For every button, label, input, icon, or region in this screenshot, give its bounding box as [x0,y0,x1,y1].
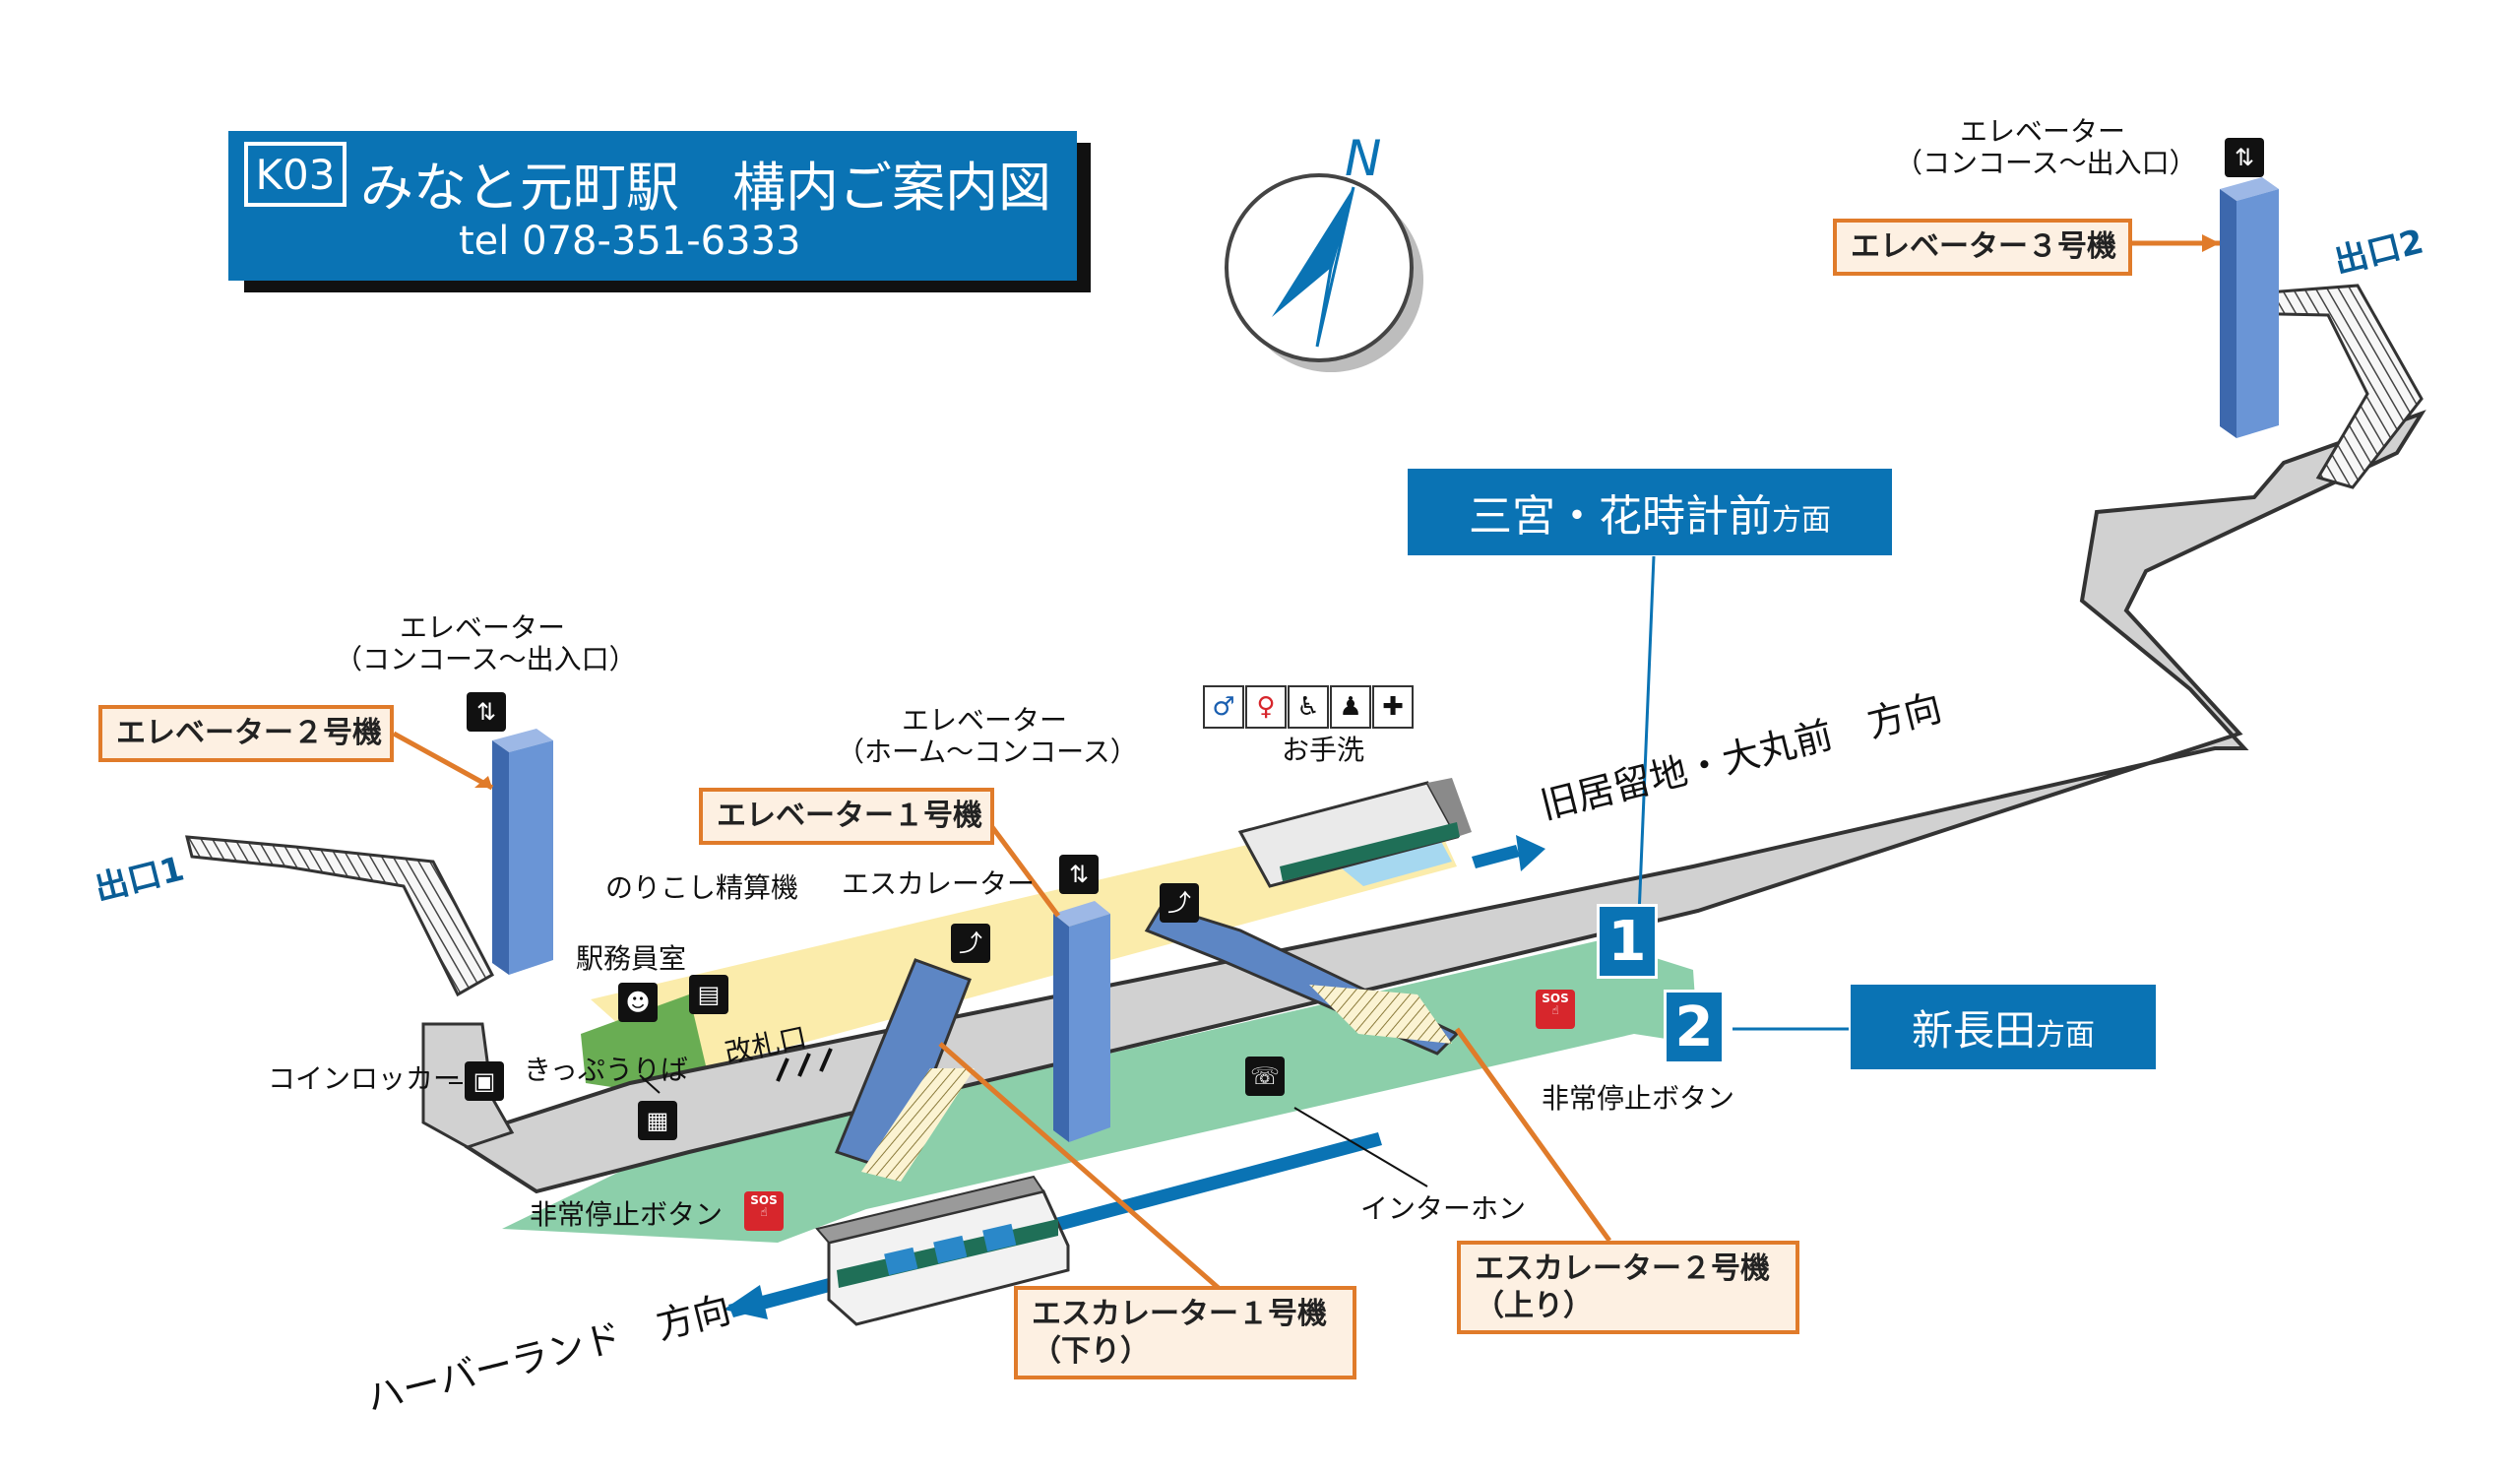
shinnagata-direction-sign: 新長田 方面 [1851,985,2156,1069]
sos-icon: SOS☝ [744,1191,784,1231]
track1-badge: 1 [1597,904,1658,979]
title-plate [228,131,1077,281]
elevator1-desc-line1: エレベーター [901,704,1067,737]
fare-adjust-label: のりこし精算機 [605,871,799,904]
ostomate-icon: ✚ [1372,685,1414,729]
emergency-stop-label-left: 非常停止ボタン [530,1198,724,1231]
elevator1-desc: エレベーター （ホーム～コンコース） [837,704,1138,769]
escalator-label: エスカレーター [842,867,1036,900]
elevator1-callout: エレベーター１号機 [699,788,994,845]
elevator1-shaft [1053,901,1110,1142]
escalator1-callout: エスカレーター１号機 （下り） [1014,1286,1356,1379]
emergency-stop-label-right: 非常停止ボタン [1542,1082,1735,1115]
baby-care-icon: ♟ [1330,685,1371,729]
leader-ticket [639,1074,661,1094]
sannomiya-name: 三宮・花時計前 [1469,491,1772,542]
escalator2-callout-line2: （上り） [1475,1288,1593,1323]
track-arrow-kyukyoryuchi [1472,845,1520,868]
elevator-icon: ⇅ [467,692,506,732]
leader-escalator2 [1454,1027,1612,1243]
escalator1-stairs [861,1068,975,1182]
elevator2-desc: エレベーター （コンコース～出入口） [335,611,637,676]
leader-elevator2 [392,731,494,791]
escalator2-callout-line1: エスカレーター２号機 [1475,1251,1770,1286]
elevator2-callout: エレベーター２号機 [98,705,394,762]
ticket-machine-icon: ▦ [638,1101,677,1140]
escalator2-stairs [1309,985,1452,1044]
intercom-icon: ☏ [1245,1057,1285,1096]
leader-escalator1 [938,1042,1223,1292]
elevator-icon: ⇅ [2225,138,2264,177]
sannomiya-direction-sign: 三宮・花時計前 方面 [1408,469,1892,555]
elevator-icon: ⇅ [1059,855,1099,894]
leader-intercom [1293,1107,1428,1187]
elevator2-desc-line1: エレベーター [399,611,565,644]
elevator3-desc-line2: （コンコース～出入口） [1895,147,2197,180]
elevator3-desc-line1: エレベーター [1959,115,2125,148]
elevator2-shaft [492,729,553,975]
toilet-women-icon: ♀ [1245,685,1287,729]
compass [1225,173,1423,372]
elevator3-shaft [2220,177,2279,438]
exit1-stairs [185,835,494,997]
coin-locker-icon: ▣ [465,1061,504,1101]
fare-machine-icon: ▤ [689,975,728,1014]
wheelchair-icon: ♿ [1288,685,1329,729]
track2-badge: 2 [1664,990,1725,1064]
train-kyukyoryuchi [1237,778,1472,888]
coin-locker-label: コインロッカー [268,1062,462,1095]
sannomiya-suffix: 方面 [1772,503,1831,538]
sos-icon-text: SOS [750,1193,778,1207]
compass-north-letter: N [1345,130,1382,187]
escalator-icon: ⤴ [951,924,990,963]
station-title: みなと元町駅 構内ご案内図 [360,157,1051,219]
station-office-floor [581,994,709,1093]
leader-elevator1 [989,825,1061,918]
station-office-label: 駅務員室 [576,942,687,975]
station-code-frame [244,142,346,207]
shinnagata-suffix: 方面 [2036,1018,2095,1053]
elevator3-desc: エレベーター （コンコース～出入口） [1895,115,2197,180]
ticket-sales-label: きっぷうりば [524,1054,688,1086]
escalator-icon: ⤴ [1160,883,1199,923]
elevator1-desc-line2: （ホーム～コンコース） [837,736,1138,769]
intercom-label: インターホン [1360,1192,1527,1225]
station-staff-icon: ☻ [618,983,658,1022]
station-tel: tel 078-351-6333 [459,219,801,264]
restroom-label: お手洗 [1282,734,1365,766]
escalator2-callout: エスカレーター２号機 （上り） [1457,1241,1799,1334]
escalator1-callout-line2: （下り） [1032,1333,1150,1369]
escalator1-callout-line1: エスカレーター１号機 [1032,1297,1327,1331]
train-harborland [815,1175,1070,1326]
elevator2-desc-line2: （コンコース～出入口） [335,643,637,676]
sos-icon: SOS☝ [1536,990,1575,1029]
ticket-gate-marks [776,1048,833,1082]
shinnagata-name: 新長田 [1911,1005,2036,1055]
toilet-men-icon: ♂ [1203,685,1244,729]
station-code: K03 [255,150,336,199]
leader-sannomiya [1637,555,1656,917]
elevator3-callout: エレベーター３号機 [1833,219,2132,276]
sos-icon-text: SOS [1542,992,1569,1005]
concourse-floor [591,802,1457,1078]
